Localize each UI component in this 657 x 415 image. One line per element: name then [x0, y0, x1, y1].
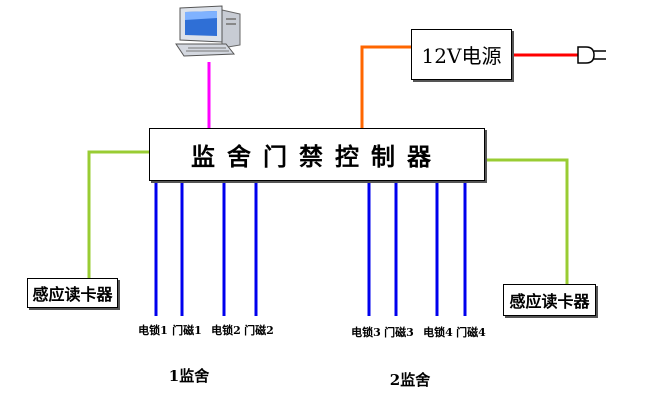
reader-left-link-line [87, 150, 149, 278]
group-label-cell-1: 1监舍 [168, 367, 210, 385]
wire-label-lock-2: 电锁2 [211, 324, 241, 337]
lock-wires [154, 181, 467, 316]
power-supply-box: 12V电源 [411, 29, 512, 80]
wire-label-lock-1: 电锁1 [138, 324, 168, 337]
card-reader-right-box: 感应读卡器 [503, 284, 596, 316]
reader-right-link-line [485, 158, 569, 284]
group-label-cell-2: 2监舍 [389, 371, 431, 389]
wire-label-lock-4: 电锁4 [423, 326, 453, 339]
wire-label-sensor-1: 门磁1 [172, 324, 202, 337]
card-reader-left-box: 感应读卡器 [27, 278, 118, 308]
wire-label-sensor-4: 门磁4 [456, 326, 486, 339]
wire-label-lock-3: 电锁3 [351, 326, 381, 339]
wire-label-sensor-2: 门磁2 [244, 324, 274, 337]
power-plug-icon [577, 46, 606, 64]
wire-label-sensor-3: 门磁3 [384, 326, 414, 339]
power-link-line [360, 45, 411, 128]
computer-icon [175, 5, 241, 57]
access-controller-box: 监舍门禁控制器 [149, 128, 485, 181]
